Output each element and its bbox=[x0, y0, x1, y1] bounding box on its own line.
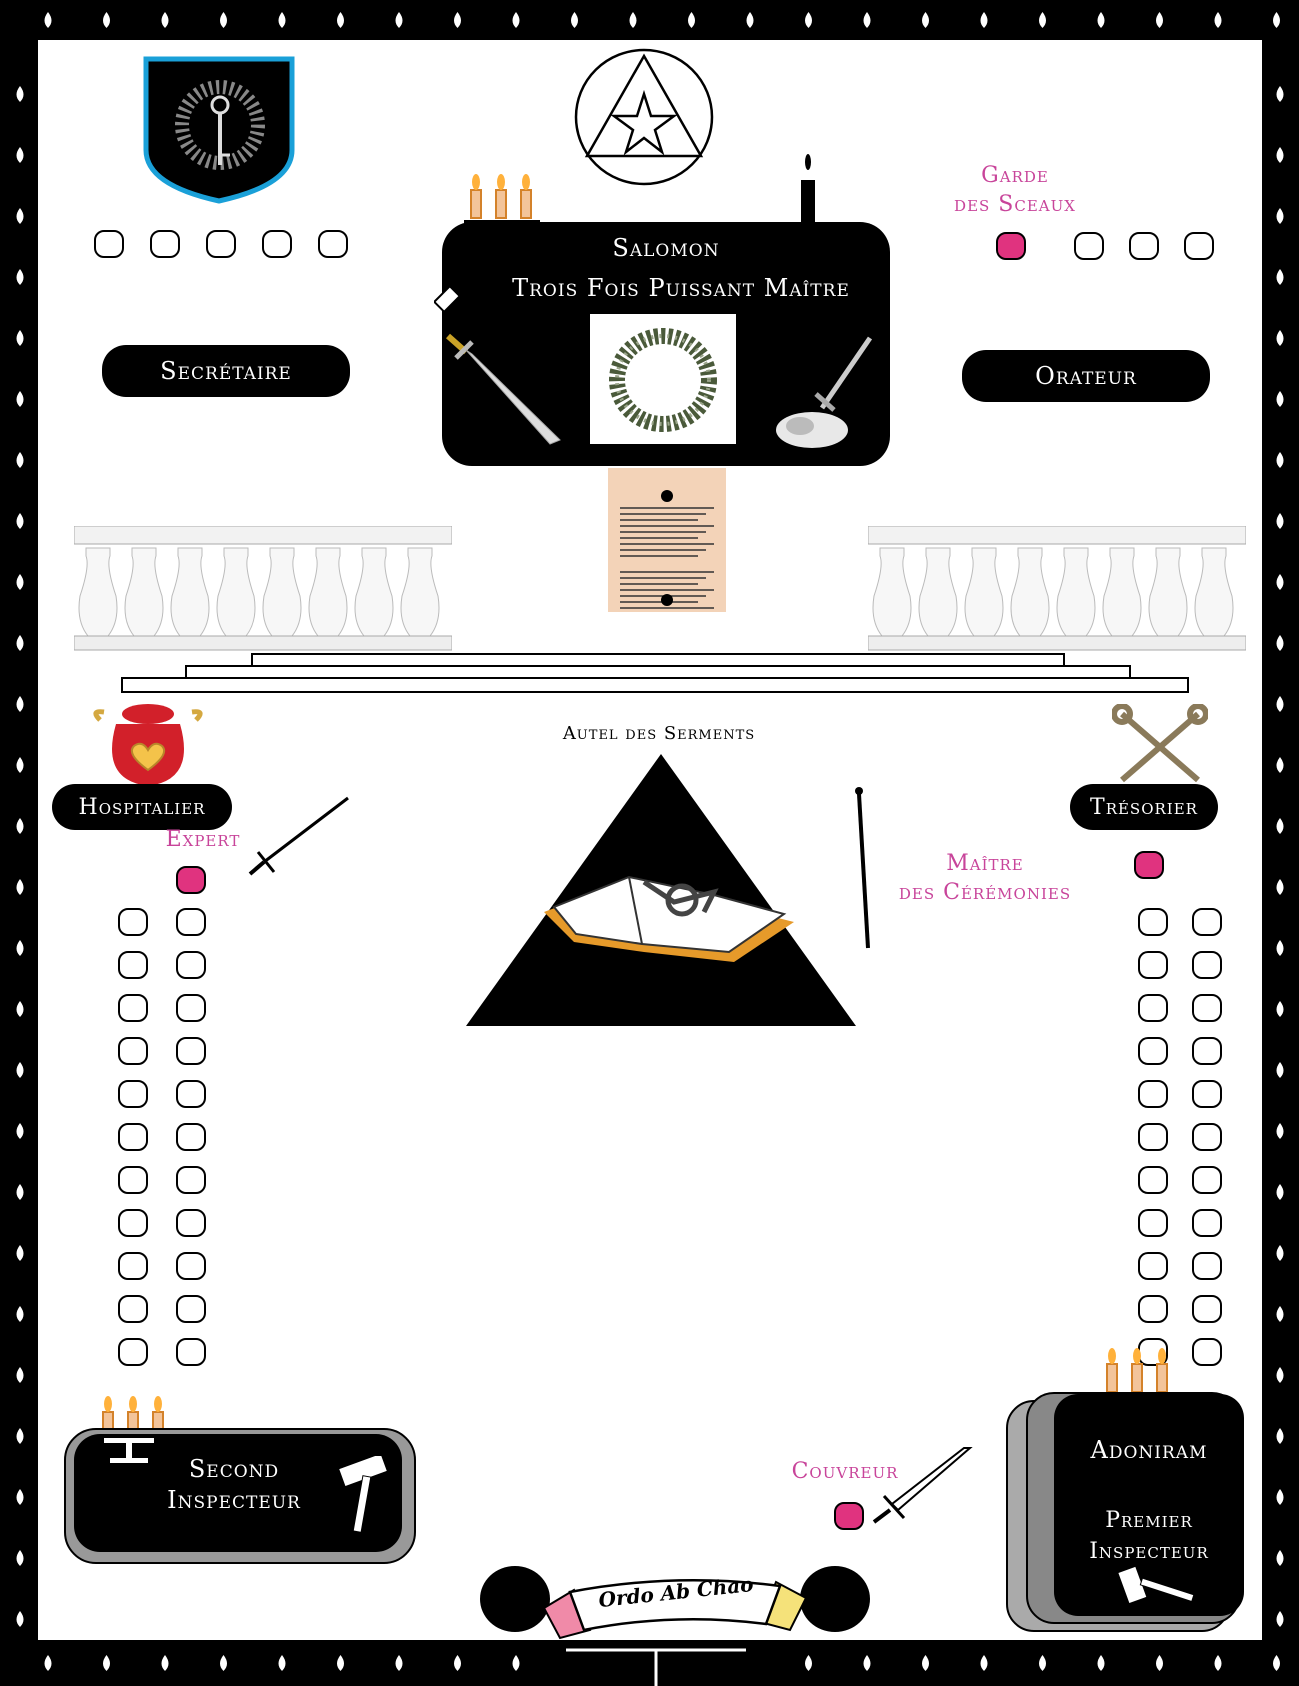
seat bbox=[1192, 1037, 1222, 1065]
orateur-label: Orateur bbox=[962, 350, 1210, 402]
seat bbox=[1138, 1209, 1168, 1237]
seat bbox=[176, 1037, 206, 1065]
seat bbox=[1192, 1209, 1222, 1237]
balustrade-left-icon bbox=[74, 526, 452, 656]
seat bbox=[1138, 951, 1168, 979]
seat bbox=[118, 1166, 148, 1194]
seat bbox=[118, 994, 148, 1022]
autel-label: Autel des Serments bbox=[520, 722, 798, 745]
seat bbox=[1074, 232, 1104, 260]
maitre-des-ceremonies-label: Maître des Cérémonies bbox=[880, 850, 1090, 907]
seat bbox=[1138, 994, 1168, 1022]
expert-label: Expert bbox=[150, 826, 256, 855]
seat bbox=[1192, 1166, 1222, 1194]
couvreur-sword-icon bbox=[870, 1446, 974, 1526]
crossed-keys-icon bbox=[1112, 704, 1208, 784]
seat bbox=[176, 908, 206, 936]
seat bbox=[118, 1252, 148, 1280]
sword-plume-icon bbox=[770, 334, 880, 454]
shield-emblem-icon bbox=[142, 55, 298, 205]
altar-triangle-icon bbox=[464, 752, 858, 1028]
gavel-second-icon bbox=[336, 1456, 392, 1536]
seat bbox=[1192, 951, 1222, 979]
seat-couvreur bbox=[834, 1502, 864, 1530]
balustrade-right-icon bbox=[868, 526, 1246, 656]
seat bbox=[1192, 1252, 1222, 1280]
second-inspecteur-label: Second Inspecteur bbox=[154, 1454, 314, 1516]
seat bbox=[262, 230, 292, 258]
seat bbox=[1184, 232, 1214, 260]
salomon-title: Trois Fois Puissant Maître bbox=[472, 274, 890, 302]
seat bbox=[1192, 1338, 1222, 1366]
premier-inspecteur-label: Premier Inspecteur bbox=[1054, 1506, 1244, 1568]
purse-heart-icon bbox=[86, 700, 210, 790]
seat bbox=[118, 1295, 148, 1323]
seat bbox=[176, 1123, 206, 1151]
seat bbox=[1138, 1295, 1168, 1323]
seat bbox=[118, 908, 148, 936]
seat bbox=[118, 951, 148, 979]
seat bbox=[118, 1338, 148, 1366]
dagger-icon bbox=[442, 332, 562, 452]
seat bbox=[1129, 232, 1159, 260]
secretaire-label: Secrétaire bbox=[102, 345, 350, 397]
seat bbox=[1138, 908, 1168, 936]
seat bbox=[176, 1209, 206, 1237]
maitre-line2: des Cérémonies bbox=[880, 879, 1090, 908]
black-candle-icon bbox=[788, 152, 828, 260]
gavel-icon bbox=[434, 264, 484, 314]
seat bbox=[176, 1166, 206, 1194]
delta-star-icon bbox=[573, 46, 715, 188]
adoniram-box: Adoniram Premier Inspecteur bbox=[1054, 1394, 1244, 1616]
seat bbox=[1192, 1295, 1222, 1323]
hospitalier-label: Hospitalier bbox=[52, 784, 232, 830]
second-line1: Second bbox=[154, 1454, 314, 1485]
garde-line2: des Sceaux bbox=[930, 191, 1100, 220]
seat-maitre-ceremonies bbox=[1134, 851, 1164, 879]
gavel-premier-icon bbox=[1118, 1564, 1198, 1610]
seat bbox=[1192, 908, 1222, 936]
seat bbox=[1138, 1037, 1168, 1065]
seat-expert bbox=[176, 866, 206, 894]
premier-line2: Inspecteur bbox=[1054, 1537, 1244, 1568]
premier-line1: Premier bbox=[1054, 1506, 1244, 1537]
seat-garde-des-sceaux bbox=[996, 232, 1026, 260]
candelabra-icon bbox=[462, 168, 552, 258]
laurel-wreath-icon bbox=[590, 314, 736, 444]
candelabra-stand-icon bbox=[104, 1434, 154, 1470]
seat bbox=[176, 994, 206, 1022]
black-circle-right bbox=[800, 1566, 870, 1632]
second-line2: Inspecteur bbox=[154, 1485, 314, 1516]
seat bbox=[1192, 1080, 1222, 1108]
seat bbox=[1138, 1166, 1168, 1194]
seat bbox=[1138, 1123, 1168, 1151]
seat bbox=[176, 1252, 206, 1280]
adoniram-label: Adoniram bbox=[1054, 1436, 1244, 1464]
seat bbox=[176, 1338, 206, 1366]
seat bbox=[150, 230, 180, 258]
tresorier-label: Trésorier bbox=[1070, 784, 1218, 830]
seat bbox=[1192, 994, 1222, 1022]
seat bbox=[206, 230, 236, 258]
seat bbox=[318, 230, 348, 258]
maitre-line1: Maître bbox=[880, 850, 1090, 879]
seat bbox=[176, 1080, 206, 1108]
second-inspecteur-box: Second Inspecteur bbox=[74, 1434, 402, 1552]
seat bbox=[118, 1037, 148, 1065]
seat bbox=[176, 1295, 206, 1323]
garde-des-sceaux-label: Garde des Sceaux bbox=[930, 162, 1100, 219]
seat bbox=[118, 1080, 148, 1108]
seat bbox=[118, 1123, 148, 1151]
seat bbox=[118, 1209, 148, 1237]
seat bbox=[1138, 1080, 1168, 1108]
seat bbox=[1192, 1123, 1222, 1151]
document-scroll-icon bbox=[608, 468, 726, 612]
expert-sword-icon bbox=[246, 796, 352, 878]
seat bbox=[94, 230, 124, 258]
seat bbox=[176, 951, 206, 979]
garde-line1: Garde bbox=[930, 162, 1100, 191]
seat bbox=[1138, 1252, 1168, 1280]
steps-icon bbox=[118, 652, 1192, 696]
